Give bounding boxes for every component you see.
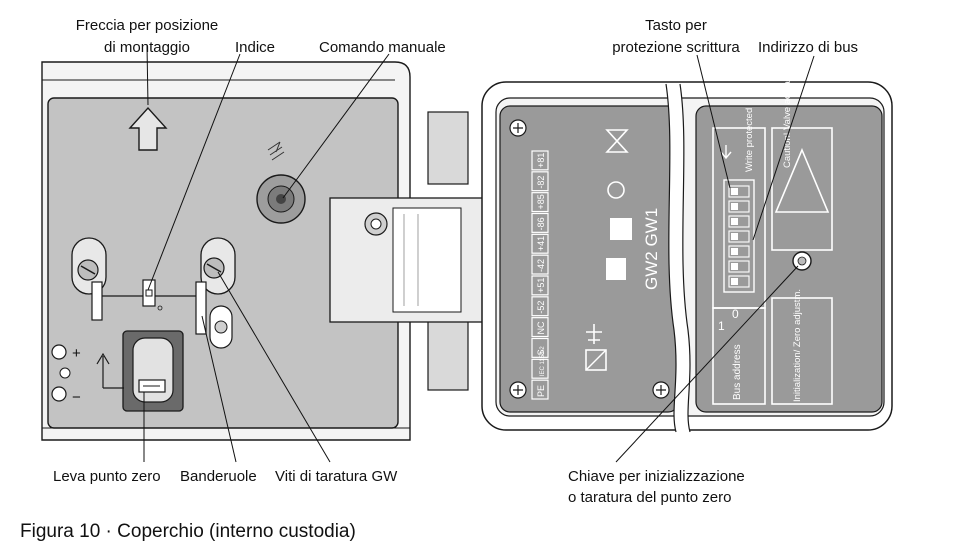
manual-symbol-icon	[267, 141, 285, 161]
label-chiave-line2: o taratura del punto zero	[568, 489, 731, 506]
dip-switch[interactable]	[728, 200, 750, 213]
dip-switch[interactable]	[728, 230, 750, 243]
terminal-label: +51	[536, 278, 546, 293]
terminal-box	[531, 192, 549, 213]
mounting-arrow-icon	[128, 106, 168, 151]
terminal-box	[531, 296, 549, 317]
caution-triangle-icon	[774, 147, 830, 213]
terminal-box	[531, 254, 549, 275]
terminal-label: -42	[536, 259, 546, 272]
terminal-strip: PE IEC 1158-2S NC -52 +51 -42 +41 -86 +85 -82 +81	[531, 150, 549, 400]
dip-switch[interactable]	[728, 215, 750, 228]
terminal-label: +85	[536, 194, 546, 209]
dip-switch-knob	[731, 233, 738, 240]
terminal-box	[531, 150, 549, 171]
label-tasto-line2: protezione scrittura	[612, 39, 740, 56]
label-arrow-line1: Freccia per posizione	[76, 17, 219, 34]
bus-module-board	[695, 105, 883, 413]
dip-switch[interactable]	[728, 260, 750, 273]
dip-switch[interactable]	[728, 275, 750, 288]
leader-lines	[143, 45, 815, 463]
valve-symbol-icon	[605, 129, 629, 153]
bus-address-text: Bus address	[732, 344, 743, 400]
label-chiave-line1: Chiave per inizializzazione	[568, 468, 745, 485]
direction-arrow-icon	[96, 352, 124, 389]
label-leva: Leva punto zero	[53, 468, 161, 485]
flag-right	[195, 281, 207, 335]
terminal-label: PE	[536, 385, 546, 397]
label-viti: Viti di taratura GW	[275, 468, 398, 485]
dip-switches	[728, 185, 750, 288]
switch-one-label: 1	[718, 319, 725, 333]
terminal-label: NC	[536, 321, 546, 334]
terminal-label: S	[536, 349, 546, 355]
terminal-label: IEC 1158-2	[540, 346, 546, 377]
minus-sign: −	[72, 389, 81, 406]
terminal-label: +81	[536, 153, 546, 168]
terminal-box	[531, 233, 549, 254]
terminal-box	[531, 171, 549, 192]
dip-switch[interactable]	[728, 185, 750, 198]
dip-switch-knob	[731, 188, 738, 195]
ground-symbol-icon	[586, 324, 602, 344]
dip-switch-knob	[731, 263, 738, 270]
terminal-label: -82	[536, 176, 546, 189]
figure-caption: Figura 10 · Coperchio (interno custodia)	[20, 521, 356, 542]
write-protected-text: Write protected	[744, 108, 755, 172]
label-comando: Comando manuale	[319, 39, 446, 56]
label-tasto-line1: Tasto per	[645, 17, 707, 34]
terminal-box	[531, 212, 549, 233]
left-panel: + −	[41, 61, 411, 441]
minus-indicator	[51, 386, 67, 402]
dip-switch[interactable]	[728, 245, 750, 258]
terminal-label: +41	[536, 236, 546, 251]
hazard-box-icon	[585, 349, 607, 371]
label-arrow-line2: di montaggio	[104, 39, 190, 56]
dip-switch-knob	[731, 278, 738, 285]
flag-left	[91, 281, 103, 321]
label-indirizzo: Indirizzo di bus	[758, 39, 858, 56]
index-pointer	[142, 279, 156, 307]
dip-switch-knob	[731, 218, 738, 225]
caution-text: Caution! Valve actuates	[782, 68, 793, 168]
terminal-box	[531, 358, 549, 379]
terminal-label: -86	[536, 217, 546, 230]
dip-switch-knob	[731, 203, 738, 210]
terminal-box	[531, 317, 549, 338]
terminal-box	[531, 337, 549, 358]
hinge	[329, 111, 499, 391]
plus-sign: +	[72, 345, 81, 362]
label-indice: Indice	[235, 39, 275, 56]
init-text: Initialization/ Zero adjustm.	[792, 289, 803, 402]
module-block-2	[606, 258, 626, 280]
module-block-1	[610, 218, 632, 240]
down-arrow-icon	[720, 145, 732, 160]
switch-zero-label: 0	[732, 307, 739, 321]
positioner-symbol-icon	[607, 181, 625, 199]
dip-switch-knob	[731, 248, 738, 255]
terminal-label: -52	[536, 301, 546, 314]
callouts: Freccia per posizione di montaggio Indic…	[53, 17, 858, 506]
terminal-box	[531, 379, 549, 400]
terminal-box	[531, 275, 549, 296]
plus-indicator	[51, 344, 67, 360]
label-banderuole: Banderuole	[180, 468, 257, 485]
model-marking: GW2 GW1	[642, 208, 661, 290]
